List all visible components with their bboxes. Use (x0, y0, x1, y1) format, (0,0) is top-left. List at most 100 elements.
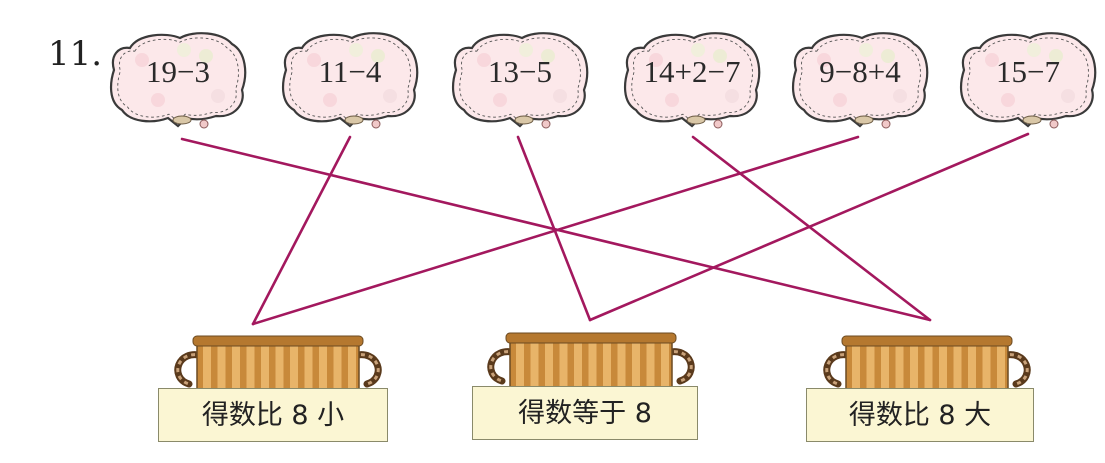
basket-slat (924, 342, 933, 400)
cloud-dot (371, 49, 385, 63)
expression-text: 9−8+4 (819, 54, 901, 89)
basket-slat (574, 339, 582, 397)
basket-slat (530, 339, 539, 397)
cloud-dot (817, 53, 831, 67)
basket-slat (852, 342, 860, 400)
cloud-dot (859, 43, 873, 57)
expression-card-5[interactable]: 9−8+4 (790, 30, 930, 134)
cloud-dot (893, 89, 907, 103)
cloud-dot (493, 93, 507, 107)
connection-line (251, 135, 352, 326)
basket-slat (290, 342, 298, 400)
basket-slat (516, 339, 524, 397)
cloud-shape-icon (281, 32, 419, 129)
basket-slat (559, 339, 568, 397)
basket-slat (866, 342, 875, 400)
basket-slat (319, 342, 327, 400)
cloud-dot (553, 89, 567, 103)
basket-slat (632, 339, 640, 397)
basket-slat (246, 342, 255, 400)
expression-card-6[interactable]: 15−7 (958, 30, 1098, 134)
flower-icon (541, 119, 551, 129)
cloud-dot (177, 43, 191, 57)
cloud-dot (649, 53, 663, 67)
basket-slat (275, 342, 284, 400)
cloud-dot (1001, 93, 1015, 107)
cloud-dashed-border (289, 37, 411, 123)
cloud-dot (199, 49, 213, 63)
cloud-dot (135, 53, 149, 67)
cloud-dot (541, 49, 555, 63)
mushroom-icon (172, 115, 192, 125)
problem-number: 11. (48, 34, 103, 74)
cloud-dot (211, 89, 225, 103)
basket-slat (646, 339, 655, 397)
mushroom-icon (854, 115, 874, 125)
expression-card-1[interactable]: 19−3 (108, 30, 248, 134)
mushroom-icon (514, 115, 534, 125)
basket-slat (333, 342, 342, 400)
mushroom-icon (1022, 115, 1042, 125)
basket-slat (603, 339, 611, 397)
cloud-dot (833, 93, 847, 107)
cloud-dot (1027, 43, 1041, 57)
basket-slat (953, 342, 962, 400)
expression-text: 13−5 (488, 54, 552, 89)
cloud-shape-icon (959, 32, 1097, 129)
basket-slat (232, 342, 240, 400)
basket-rim (505, 332, 677, 344)
basket-label-less: 得数比 8 小 (158, 388, 388, 442)
basket-slat (939, 342, 947, 400)
cloud-dot (477, 53, 491, 67)
cloud-shape-icon (623, 32, 761, 129)
basket-slat (261, 342, 269, 400)
cloud-dot (881, 49, 895, 63)
basket-slat (304, 342, 313, 400)
mushroom-icon (686, 115, 706, 125)
expression-card-3[interactable]: 13−5 (450, 30, 590, 134)
connection-line (691, 135, 932, 322)
basket-slat (661, 339, 669, 397)
basket-slat (895, 342, 904, 400)
flower-icon (881, 119, 891, 129)
basket-less-than-8[interactable] (163, 318, 393, 448)
cloud-dashed-border (967, 37, 1089, 123)
cloud-dot (665, 93, 679, 107)
basket-slat (545, 339, 553, 397)
expression-card-2[interactable]: 11−4 (280, 30, 420, 134)
cloud-dot (383, 89, 397, 103)
basket-slat (217, 342, 226, 400)
cloud-dashed-border (117, 37, 239, 123)
cloud-dot (323, 93, 337, 107)
connection-line (516, 135, 592, 322)
cloud-shape-icon (451, 32, 589, 129)
basket-rim (192, 335, 364, 347)
cloud-dot (519, 43, 533, 57)
expression-card-4[interactable]: 14+2−7 (622, 30, 762, 134)
expression-text: 15−7 (996, 54, 1060, 89)
basket-slat (588, 339, 597, 397)
basket-slat (348, 342, 356, 400)
mushroom-icon (344, 115, 364, 125)
cloud-dot (691, 43, 705, 57)
connection-line (588, 132, 1030, 322)
basket-icon (823, 335, 1031, 404)
cloud-dot (1061, 89, 1075, 103)
cloud-dot (985, 53, 999, 67)
cloud-dot (713, 49, 727, 63)
basket-icon (174, 335, 382, 404)
cloud-dot (151, 93, 165, 107)
basket-slat (203, 342, 211, 400)
expression-text: 19−3 (146, 54, 210, 89)
basket-slat (968, 342, 976, 400)
cloud-dashed-border (631, 37, 753, 123)
cloud-shape-icon (109, 32, 247, 129)
basket-label-equal: 得数等于 8 (472, 386, 698, 440)
basket-slat (617, 339, 626, 397)
basket-greater-than-8[interactable] (812, 318, 1042, 448)
connection-line (251, 135, 860, 326)
flower-icon (199, 119, 209, 129)
expression-text: 11−4 (318, 54, 382, 89)
basket-slat (910, 342, 918, 400)
